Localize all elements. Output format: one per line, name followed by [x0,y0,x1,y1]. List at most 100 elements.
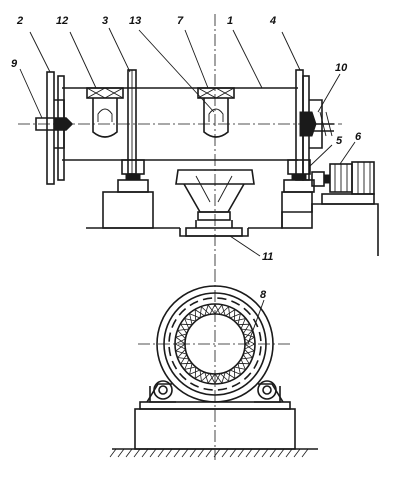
lining-hatch-line [177,328,190,331]
lining-hatch-line [188,369,201,375]
slot-segment [231,300,241,306]
callout-9: 9 [11,58,18,70]
end-view [109,270,318,460]
callout-5: 5 [336,135,343,147]
callout-labels: 2 12 3 13 7 1 4 9 10 5 6 11 8 [11,15,362,301]
lining-hatch-line [234,366,246,370]
ground-hatch-line [261,448,269,458]
lining-hatch-line [219,373,230,382]
callout-4: 4 [269,15,276,27]
lining-hatch-line [194,371,205,379]
lining-hatch-line [175,336,186,345]
lining-hatch-line [244,343,255,352]
ground-hatch [109,448,309,458]
ground-hatch-line [189,448,197,458]
lining-hatch-line [180,323,193,326]
lining-hatch-line [214,373,221,385]
ground-hatch-line [165,448,173,458]
roller-frame-left [146,383,172,403]
lining-hatch-line [177,357,190,360]
ground-hatch-line [109,448,117,458]
ground-hatch-line [125,448,133,458]
lining-hatch-line [188,313,201,319]
ground-hatch-line [277,448,285,458]
slot-segment [168,332,172,342]
internal-lifter-left [86,87,124,138]
lining-hatch-line [240,358,246,371]
callout-11: 11 [262,251,273,263]
ground-hatch-line [173,448,181,458]
lining-hatch-line [199,306,202,319]
lining-hatch-line [175,333,187,338]
lining-hatch-line [234,318,246,322]
slot-segment [171,360,178,370]
left-shaft [35,117,74,131]
ground-hatch-line [157,448,165,458]
right-drive-gear [299,99,334,149]
lining-hatch-line [180,323,188,334]
lining-hatch-line [225,371,236,379]
slot-segment [168,346,172,357]
slot-segment [258,346,262,356]
lining-hatch-line [174,338,186,345]
lining-hatch-line [214,303,221,315]
lining-hatch-line [194,309,205,317]
slot-segment [217,387,228,391]
leader-lines [19,27,356,345]
ground-hatch-line [213,448,221,458]
lining-hatch-line [229,369,242,375]
callout-3: 3 [102,15,108,27]
ground-hatch-line [205,448,213,458]
slot-segment [178,372,187,381]
lining-hatch-line [244,329,253,340]
slot-segment [243,372,252,381]
callout-12: 12 [56,15,68,27]
lining-hatch-line [199,369,202,382]
lining-hatch-line [221,372,226,384]
roller-frame-right [258,383,284,403]
ground-hatch-line [181,448,189,458]
discharge-hopper [175,169,255,237]
lining-hatch-line [189,363,193,375]
slot-segment [189,300,199,307]
floor-line [86,203,379,256]
lining-hatch-line [244,343,256,350]
lining-hatch-line [204,304,209,316]
lining-hatch-line [221,304,226,316]
ground-hatch-line [149,448,157,458]
lining-hatch-line [244,348,253,359]
right-foundation [281,191,313,229]
ground-hatch-line [293,448,301,458]
ground-hatch-line [229,448,237,458]
lining-hatch-line [189,313,193,325]
lining-hatch-line [209,373,216,385]
drive-motor [311,161,375,205]
callout-1: 1 [227,15,233,27]
lining-hatch-line [184,366,196,370]
slot-segment [171,318,177,328]
lining-hatch-line [175,343,186,352]
ground-hatch-line [133,448,141,458]
slot-segment [202,297,213,301]
lining-hatch-line [177,348,186,359]
lining-hatch-line [228,369,231,382]
lining-hatch-line [214,373,223,384]
lining-hatch-line [184,317,190,330]
callout-13: 13 [129,15,141,27]
slot-segment [258,331,262,342]
lining-hatch [174,303,256,385]
lining-hatch-line [243,333,255,338]
lining-hatch-line [242,354,250,365]
side-view [18,14,379,270]
lining-hatch-line [209,303,216,315]
lining-hatch-line [194,309,197,322]
ground-hatch-line [285,448,293,458]
left-tyre [127,69,137,175]
lining-hatch-line [225,309,236,317]
lining-hatch-line [237,362,250,365]
slot-segment [178,307,187,316]
ground-hatch-line [253,448,261,458]
lining-hatch-line [237,363,241,375]
lining-hatch-line [243,350,255,355]
callout-6: 6 [355,131,362,143]
